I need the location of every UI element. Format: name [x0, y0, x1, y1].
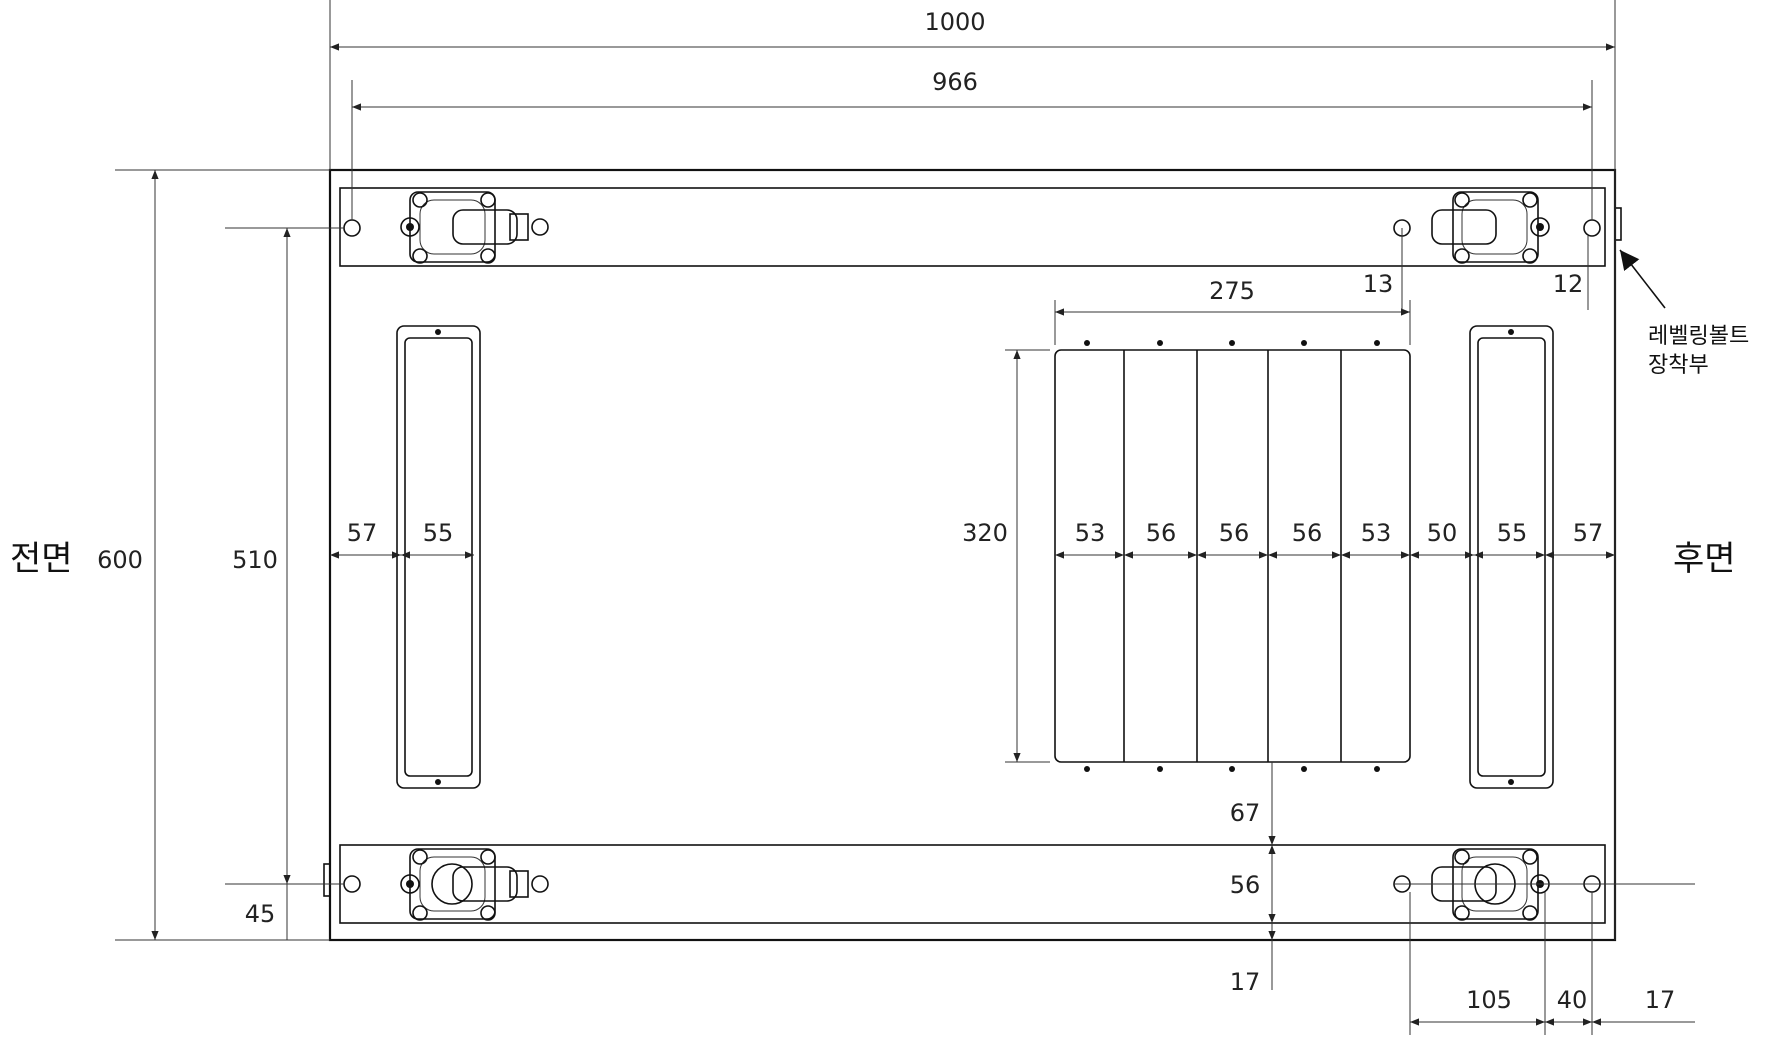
dim-left-margin: 57 — [347, 519, 378, 547]
dim-right-margin: 57 — [1573, 519, 1604, 547]
dim-bottom-105: 105 — [1466, 986, 1512, 1014]
front-label: 전면 — [10, 539, 73, 579]
dim-left-handle: 55 — [423, 519, 454, 547]
handle-left — [396, 325, 481, 789]
dim-fan-5: 53 — [1361, 519, 1392, 547]
dim-fan-2: 56 — [1146, 519, 1177, 547]
side-tab-left — [323, 863, 331, 897]
caster-top-left — [400, 191, 549, 264]
top-rail — [339, 187, 1606, 267]
leveling-hole-bottom-left — [343, 875, 361, 893]
leveling-hole-top-right — [1583, 219, 1601, 237]
dim-gap-67: 67 — [1230, 799, 1261, 827]
dim-hole-offset-12: 12 — [1553, 270, 1584, 298]
rear-label: 후면 — [1673, 539, 1736, 579]
dim-hole-offset-13: 13 — [1363, 270, 1394, 298]
dim-fan-1: 53 — [1075, 519, 1106, 547]
dim-bottom-17b: 17 — [1645, 986, 1676, 1014]
dim-overall-height: 600 — [97, 546, 143, 574]
caster-bottom-left — [400, 848, 549, 921]
dim-overall-width: 1000 — [924, 8, 985, 36]
dim-fan-height: 320 — [962, 519, 1008, 547]
leveling-label-line2: 장착부 — [1648, 353, 1709, 378]
dim-right-handle: 55 — [1497, 519, 1528, 547]
leveling-label-line1: 레벨링볼트 — [1648, 324, 1749, 349]
dim-fan-3: 56 — [1219, 519, 1250, 547]
dim-bottom-40: 40 — [1557, 986, 1588, 1014]
caster-top-right — [1431, 191, 1550, 264]
dim-rail-56: 56 — [1230, 871, 1261, 899]
handle-right — [1469, 325, 1554, 789]
leveling-hole-top-left — [343, 219, 361, 237]
dim-caster-span: 510 — [232, 546, 278, 574]
dim-bottom-17: 17 — [1230, 968, 1261, 996]
fan-panel — [1054, 340, 1411, 772]
dim-fan-4: 56 — [1292, 519, 1323, 547]
dim-gap-50: 50 — [1427, 519, 1458, 547]
dim-hole-span: 966 — [932, 68, 978, 96]
dim-bottom-offset: 45 — [245, 900, 276, 928]
dim-fan-width: 275 — [1209, 277, 1255, 305]
